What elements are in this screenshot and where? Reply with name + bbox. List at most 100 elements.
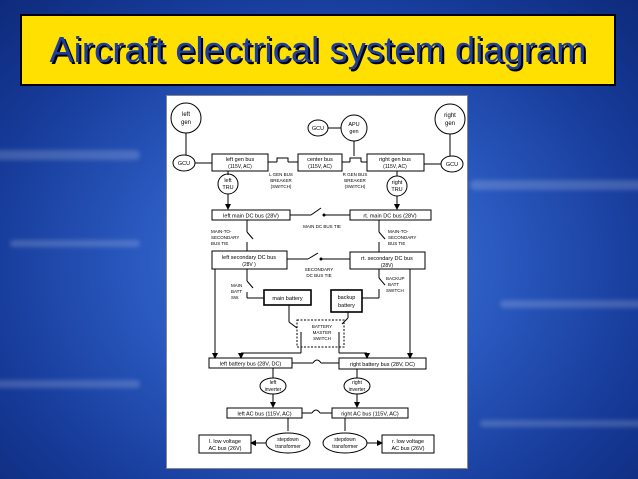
apu-gen-l1: APU (348, 122, 359, 128)
center-bus: center bus (115V, AC) (297, 153, 343, 172)
backup-battery-l1: backup (338, 295, 356, 301)
mts-right-l1: MAIN-TO- (388, 229, 409, 234)
title-banner: Aircraft electrical system diagram (20, 14, 616, 86)
r-gen-breaker-l2: BREAKER (344, 178, 366, 183)
right-ac-bus-label: right AC bus (115V, AC) (341, 412, 399, 418)
right-tru-l1: right (392, 180, 403, 186)
diagram-svg: left gen right gen GCU APU gen GCU GCU l… (170, 102, 466, 454)
slide-title: Aircraft electrical system diagram (49, 29, 587, 70)
l-low-l2: AC bus (26V) (208, 446, 241, 452)
right-inverter: right inverter (343, 377, 371, 395)
r-low-l2: AC bus (26V) (391, 446, 424, 452)
left-battery-bus: left battery bus (28V, DC) (208, 357, 293, 369)
rt-secondary-l1: rt. secondary DC bus (361, 256, 413, 262)
right-gen-l2: gen (445, 121, 455, 127)
right-gen-bus: right gen bus (115V, AC) (366, 153, 425, 172)
bms-l2: MASTER (313, 330, 333, 335)
stepdown-l-l1: stepdown (277, 437, 299, 443)
left-ac-bus-label: left AC bus (115V, AC) (237, 412, 291, 418)
mts-right-l2: SECONDARY (388, 235, 416, 240)
center-bus-l2: (115V, AC) (308, 164, 332, 170)
gcu-left: GCU (172, 154, 196, 172)
mbs-l2: BATT (231, 289, 242, 294)
stepdown-transformer-right: stepdown transformer (322, 432, 368, 454)
gcu-top-label: GCU (312, 126, 324, 132)
left-gen-bus: left gen bus (115V, AC) (211, 153, 269, 172)
stepdown-transformer-left: stepdown transformer (265, 432, 311, 454)
r-gen-breaker-l1: R GEN BUS (343, 172, 368, 177)
main-batt-sw-label: MAIN BATT SW. (231, 283, 242, 300)
l-gen-bus-breaker: L GEN BUS BREAKER (SWITCH) (269, 172, 293, 189)
main-battery-label: main battery (272, 296, 303, 302)
left-gen-bus-l1: left gen bus (226, 157, 255, 163)
battery-master-switch: BATTERY MASTER SWITCH (312, 324, 332, 341)
left-battery-bus-label: left battery bus (28V, DC) (220, 362, 282, 368)
gcu-right-label: GCU (446, 162, 458, 168)
left-tru-l1: left (224, 178, 232, 184)
l-gen-breaker-l2: BREAKER (270, 178, 292, 183)
l-low-voltage-ac-bus: l. low voltage AC bus (26V) (198, 434, 252, 454)
left-gen-l1: left (182, 112, 190, 118)
right-ac-bus: right AC bus (115V, AC) (331, 407, 409, 419)
main-to-secondary-tie-right: MAIN-TO- SECONDARY BUS TIE (388, 229, 416, 246)
right-battery-bus: right battery bus (28V, DC) (338, 357, 427, 370)
electrical-diagram: left gen right gen GCU APU gen GCU GCU l… (166, 95, 468, 469)
mbs-l1: MAIN (231, 283, 242, 288)
backup-battery: backup battery (330, 289, 363, 313)
gcu-left-label: GCU (178, 161, 190, 167)
mts-left-l3: BUS TIE (211, 241, 228, 246)
left-secondary-dc-bus: left secondary DC bus (28V ) (211, 250, 288, 270)
bbs-l1: BACKUP (386, 276, 405, 281)
left-ac-bus: left AC bus (115V, AC) (226, 407, 303, 419)
bbs-l3: SWITCH (386, 288, 404, 293)
left-main-dc-bus: left main DC bus (28V) (211, 209, 291, 221)
left-inverter-l2: inverter (265, 387, 282, 393)
r-gen-bus-breaker: R GEN BUS BREAKER (SWITCH) (343, 172, 368, 189)
l-gen-breaker-l3: (SWITCH) (271, 184, 292, 189)
r-gen-breaker-l3: (SWITCH) (345, 184, 366, 189)
rt-main-dc-label: rt. main DC bus (28V) (363, 214, 416, 220)
rt-secondary-dc-bus: rt. secondary DC bus (28V) (349, 251, 426, 270)
stepdown-r-l1: stepdown (334, 437, 356, 443)
left-tru: left TRU (217, 173, 239, 195)
center-bus-l1: center bus (307, 157, 333, 163)
gcu-right: GCU (440, 155, 464, 173)
right-gen-l1: right (444, 113, 456, 119)
apu-gen-l2: gen (349, 129, 358, 135)
left-inverter: left inverter (259, 377, 287, 395)
left-gen-l2: gen (181, 120, 191, 126)
left-inverter-l1: left (270, 380, 277, 386)
stepdown-l-l2: transformer (275, 444, 301, 450)
bbs-l2: BATT (388, 282, 399, 287)
right-tru: right TRU (386, 175, 408, 197)
secondary-dc-bus-tie: SECONDARY DC BUS TIE (305, 267, 333, 278)
bms-l1: BATTERY (312, 324, 332, 329)
right-gen-bus-l2: (115V, AC) (383, 164, 407, 170)
bms-l3: SWITCH (313, 336, 331, 341)
right-inverter-l1: right (352, 380, 362, 386)
r-low-l1: r. low voltage (392, 439, 424, 445)
r-low-voltage-ac-bus: r. low voltage AC bus (26V) (381, 434, 435, 454)
l-low-l1: l. low voltage (209, 439, 241, 445)
rt-main-dc-bus: rt. main DC bus (28V) (349, 209, 432, 221)
gcu-top: GCU (307, 119, 329, 137)
mts-left-l1: MAIN-TO- (211, 229, 232, 234)
left-secondary-l2: (28V ) (242, 262, 256, 268)
rt-secondary-l2: (28V) (381, 263, 394, 269)
right-inverter-l2: inverter (349, 387, 366, 393)
left-tru-l2: TRU (222, 185, 233, 191)
sdc-tie-l1: SECONDARY (305, 267, 333, 272)
apu-gen: APU gen (340, 114, 368, 142)
left-gen: left gen (170, 102, 202, 134)
left-gen-bus-l2: (115V, AC) (228, 164, 252, 170)
stepdown-r-l2: transformer (332, 444, 358, 450)
l-gen-breaker-l1: L GEN BUS (269, 172, 293, 177)
main-battery: main battery (263, 289, 312, 306)
right-battery-bus-label: right battery bus (28V, DC) (350, 362, 415, 368)
sdc-tie-l2: DC BUS TIE (306, 273, 331, 278)
main-dc-bus-tie: MAIN DC BUS TIE (303, 224, 341, 229)
main-to-secondary-tie-left: MAIN-TO- SECONDARY BUS TIE (211, 229, 239, 246)
backup-battery-l2: battery (338, 303, 355, 309)
right-tru-l2: TRU (391, 187, 402, 193)
right-gen: right gen (434, 103, 466, 135)
